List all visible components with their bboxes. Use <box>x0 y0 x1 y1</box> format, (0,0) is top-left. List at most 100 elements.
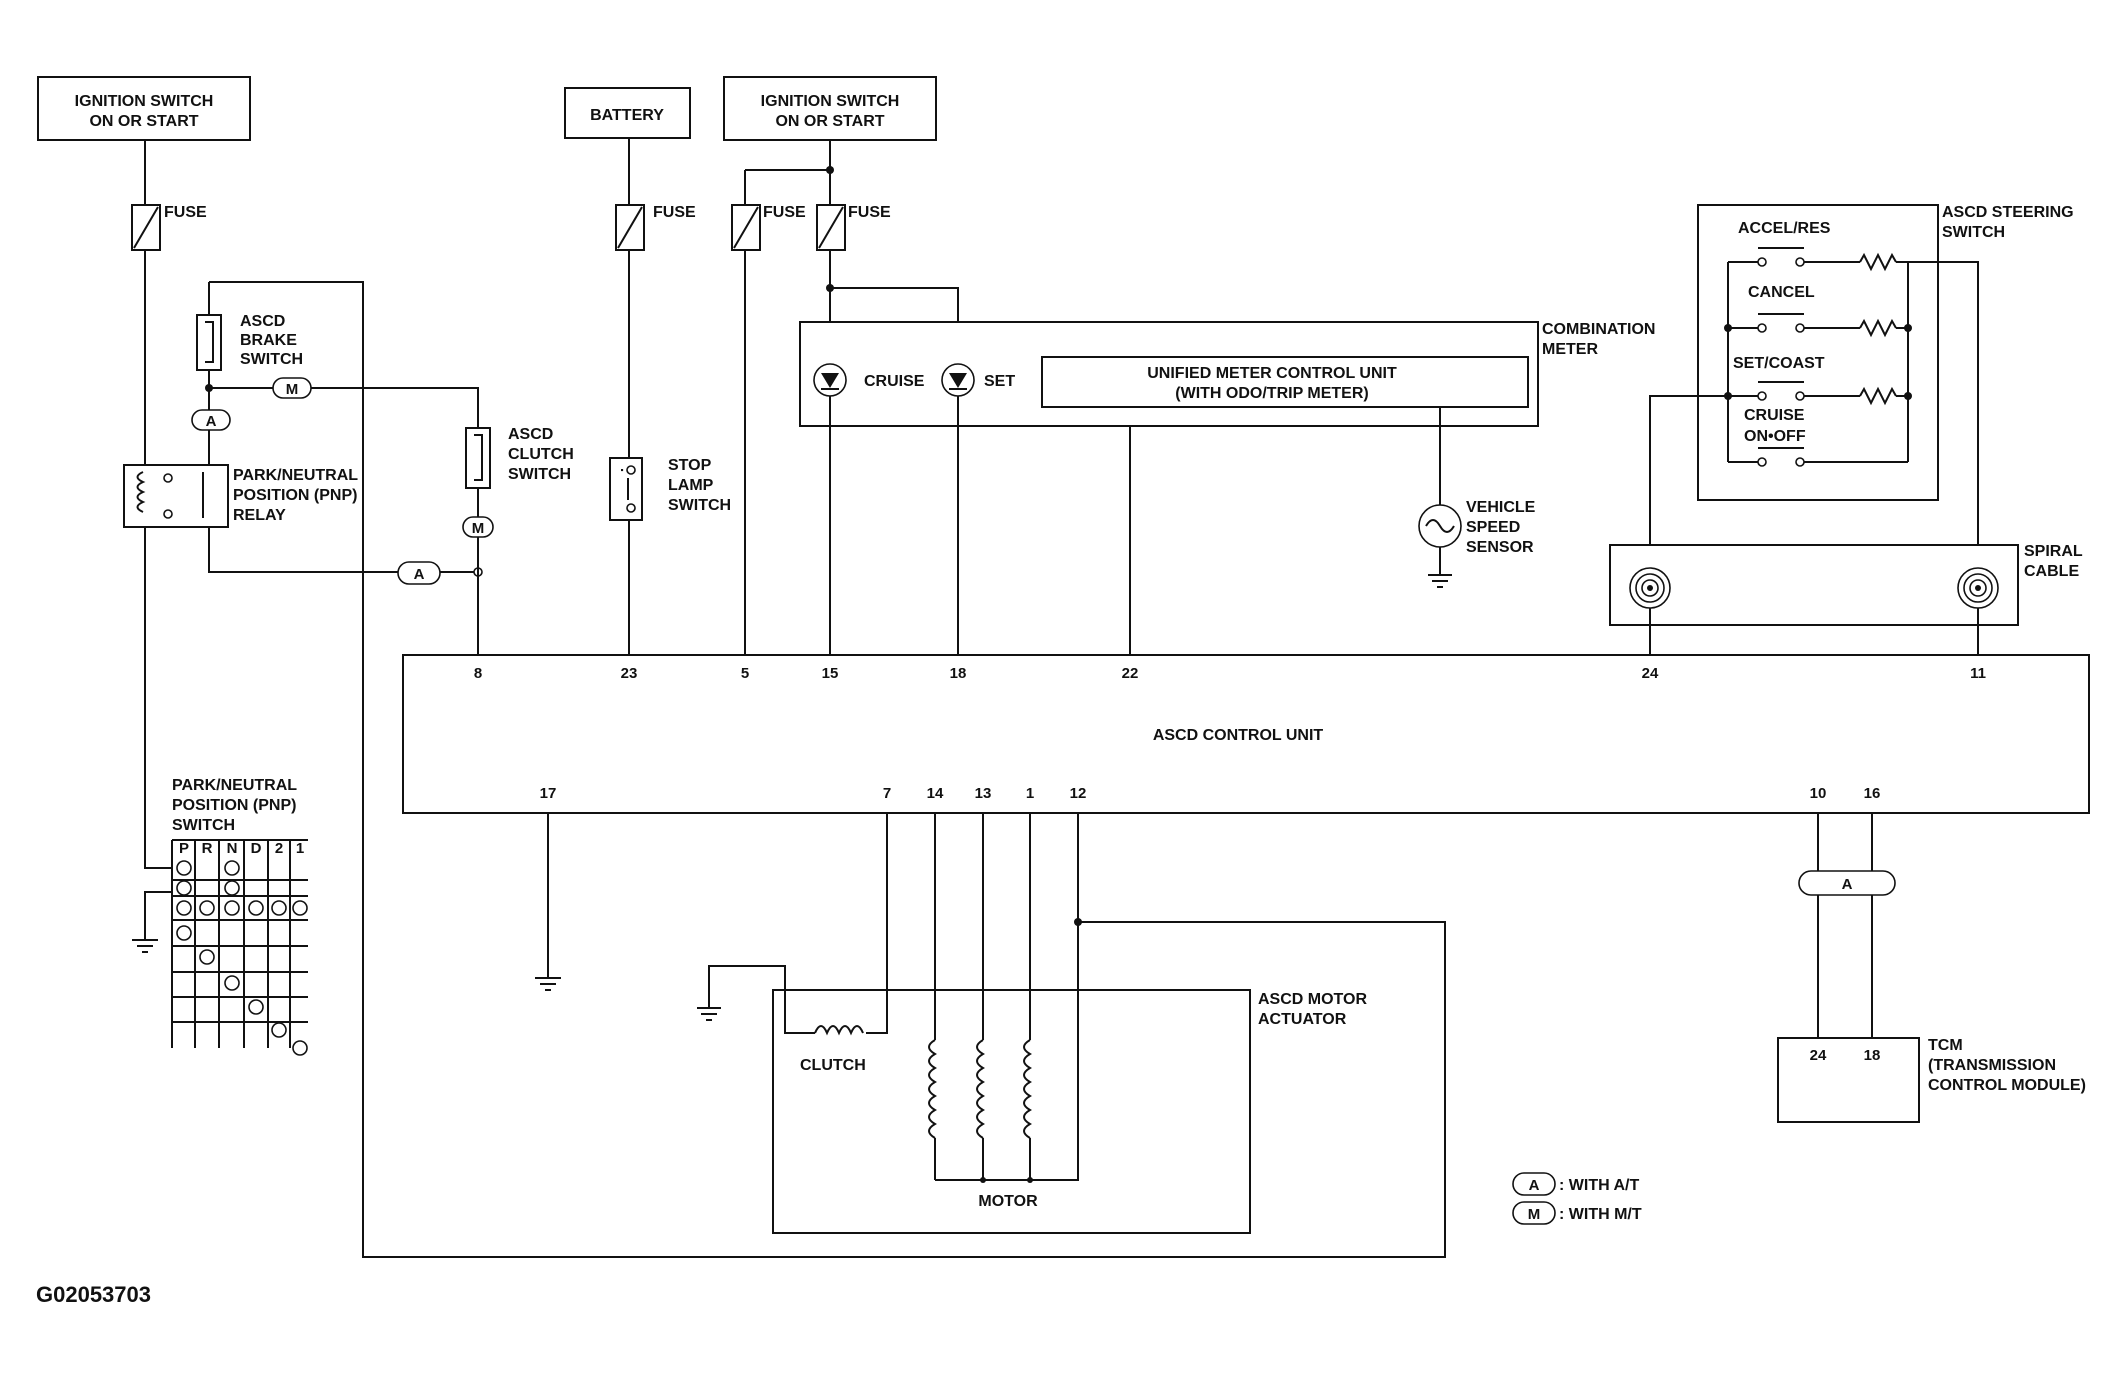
svg-text:2: 2 <box>275 840 283 857</box>
svg-text:CRUISE: CRUISE <box>1744 407 1805 424</box>
svg-text:: WITH M/T: : WITH M/T <box>1559 1206 1642 1223</box>
svg-text:ACTUATOR: ACTUATOR <box>1258 1011 1347 1028</box>
svg-text:23: 23 <box>621 665 638 682</box>
svg-text:IGNITION SWITCH: IGNITION SWITCH <box>761 93 900 110</box>
svg-text:ON OR START: ON OR START <box>775 113 884 130</box>
svg-text:PARK/NEUTRAL: PARK/NEUTRAL <box>172 777 297 794</box>
svg-text:ASCD STEERING: ASCD STEERING <box>1942 204 2074 221</box>
svg-text:SET/COAST: SET/COAST <box>1733 355 1825 372</box>
svg-text:10: 10 <box>1810 785 1827 802</box>
svg-text:FUSE: FUSE <box>848 204 891 221</box>
svg-text:13: 13 <box>975 785 992 802</box>
svg-text:1: 1 <box>1026 785 1034 802</box>
svg-text:18: 18 <box>950 665 967 682</box>
battery: BATTERY <box>564 87 691 139</box>
clutch-switch: ASCD CLUTCH SWITCH <box>465 426 574 489</box>
ascd-control-unit: ASCD CONTROL UNIT <box>402 654 2090 814</box>
svg-text:ASCD MOTOR: ASCD MOTOR <box>1258 991 1367 1008</box>
svg-text:1: 1 <box>296 840 304 857</box>
clutch-solenoid: CLUTCH <box>800 1025 866 1074</box>
svg-text:24: 24 <box>1810 1047 1827 1064</box>
svg-text:SWITCH: SWITCH <box>240 351 303 368</box>
svg-text:SWITCH: SWITCH <box>172 817 235 834</box>
ground-pnp <box>132 939 158 953</box>
svg-text:ACCEL/RES: ACCEL/RES <box>1738 220 1831 237</box>
svg-text:A: A <box>206 413 217 430</box>
svg-text:15: 15 <box>822 665 839 682</box>
svg-text:D: D <box>251 840 262 857</box>
svg-text:SET: SET <box>984 373 1015 390</box>
svg-text:POSITION (PNP): POSITION (PNP) <box>233 487 357 504</box>
svg-text:P: P <box>179 840 189 857</box>
ignition-switch-left: IGNITION SWITCH ON OR START <box>37 76 251 141</box>
svg-text:STOP: STOP <box>668 457 712 474</box>
tcm: 24 18 TCM (TRANSMISSION CONTROL MODULE) <box>1777 1037 2086 1123</box>
svg-text:22: 22 <box>1122 665 1139 682</box>
set-indicator: SET <box>941 363 1015 397</box>
svg-text:SWITCH: SWITCH <box>508 466 571 483</box>
legend-item-mt: M : WITH M/T <box>1512 1201 1642 1225</box>
connector-tag-a-lower: A <box>397 561 441 585</box>
ascd-steering-switch: ASCD STEERING SWITCH ACCEL/RES CANCEL SE… <box>1697 204 2074 501</box>
svg-text:CABLE: CABLE <box>2024 563 2079 580</box>
legend-item-at: A : WITH A/T <box>1512 1172 1640 1196</box>
svg-text:(TRANSMISSION: (TRANSMISSION <box>1928 1057 2056 1074</box>
svg-text:14: 14 <box>927 785 944 802</box>
svg-text:VEHICLE: VEHICLE <box>1466 499 1536 516</box>
unified-meter-unit: UNIFIED METER CONTROL UNIT (WITH ODO/TRI… <box>1041 356 1529 408</box>
svg-text:FUSE: FUSE <box>653 204 696 221</box>
svg-text:SENSOR: SENSOR <box>1466 539 1534 556</box>
svg-text:A: A <box>1529 1177 1540 1194</box>
ground-speed-sensor <box>1428 574 1452 588</box>
svg-text:METER: METER <box>1542 341 1598 358</box>
svg-text:SWITCH: SWITCH <box>1942 224 2005 241</box>
svg-text:SPIRAL: SPIRAL <box>2024 543 2083 560</box>
cruise-indicator: CRUISE <box>813 363 925 397</box>
svg-text:SPEED: SPEED <box>1466 519 1520 536</box>
svg-text:M: M <box>472 520 485 537</box>
fuse-ign-b: FUSE <box>816 170 891 251</box>
motor-windings: MOTOR <box>928 813 1079 1210</box>
svg-text:MOTOR: MOTOR <box>978 1193 1038 1210</box>
svg-text:IGNITION SWITCH: IGNITION SWITCH <box>75 93 214 110</box>
svg-text:M: M <box>1528 1206 1541 1223</box>
svg-text:POSITION (PNP): POSITION (PNP) <box>172 797 296 814</box>
svg-text:12: 12 <box>1070 785 1087 802</box>
connector-tag-a-upper: A <box>191 409 231 431</box>
svg-text:ASCD CONTROL UNIT: ASCD CONTROL UNIT <box>1153 727 1324 744</box>
svg-text:CRUISE: CRUISE <box>864 373 925 390</box>
svg-text:N: N <box>227 840 238 857</box>
connector-tag-m-bottom: M <box>462 516 494 538</box>
fuse-left: FUSE <box>131 140 207 251</box>
svg-text:A: A <box>1842 876 1853 893</box>
svg-text:11: 11 <box>1970 665 1986 682</box>
svg-text:7: 7 <box>883 785 891 802</box>
control-unit-bottom-pins: 17 7 14 13 1 12 10 16 <box>540 785 1881 802</box>
fuse-ign-a: FUSE <box>731 140 834 251</box>
svg-text:FUSE: FUSE <box>164 204 207 221</box>
brake-switch: ASCD BRAKE SWITCH <box>196 313 303 371</box>
svg-text:CANCEL: CANCEL <box>1748 284 1815 301</box>
svg-text:FUSE: FUSE <box>763 204 806 221</box>
svg-text:(WITH ODO/TRIP METER): (WITH ODO/TRIP METER) <box>1175 385 1368 402</box>
ground-clutch <box>697 1007 721 1021</box>
svg-text:BRAKE: BRAKE <box>240 332 297 349</box>
svg-text:CLUTCH: CLUTCH <box>800 1057 866 1074</box>
svg-text:LAMP: LAMP <box>668 477 714 494</box>
connector-tag-m-top: M <box>272 377 312 399</box>
svg-text:SWITCH: SWITCH <box>668 497 731 514</box>
svg-text:16: 16 <box>1864 785 1881 802</box>
svg-text:17: 17 <box>540 785 557 802</box>
svg-text:RELAY: RELAY <box>233 507 286 524</box>
svg-text:UNIFIED METER CONTROL UNIT: UNIFIED METER CONTROL UNIT <box>1147 365 1397 382</box>
control-unit-top-pins: 8 23 5 15 18 22 24 11 <box>474 665 1986 682</box>
svg-text:ON•OFF: ON•OFF <box>1744 428 1806 445</box>
connector-tag-a-tcm: A <box>1798 870 1896 896</box>
figure-id: G02053703 <box>36 1282 151 1307</box>
svg-text:M: M <box>286 381 299 398</box>
stop-lamp-switch: STOP LAMP SWITCH <box>609 457 731 521</box>
pnp-position-labels: P R N D 2 1 <box>179 840 304 857</box>
svg-text:18: 18 <box>1864 1047 1881 1064</box>
svg-text:ASCD: ASCD <box>240 313 285 330</box>
svg-text:24: 24 <box>1642 665 1659 682</box>
